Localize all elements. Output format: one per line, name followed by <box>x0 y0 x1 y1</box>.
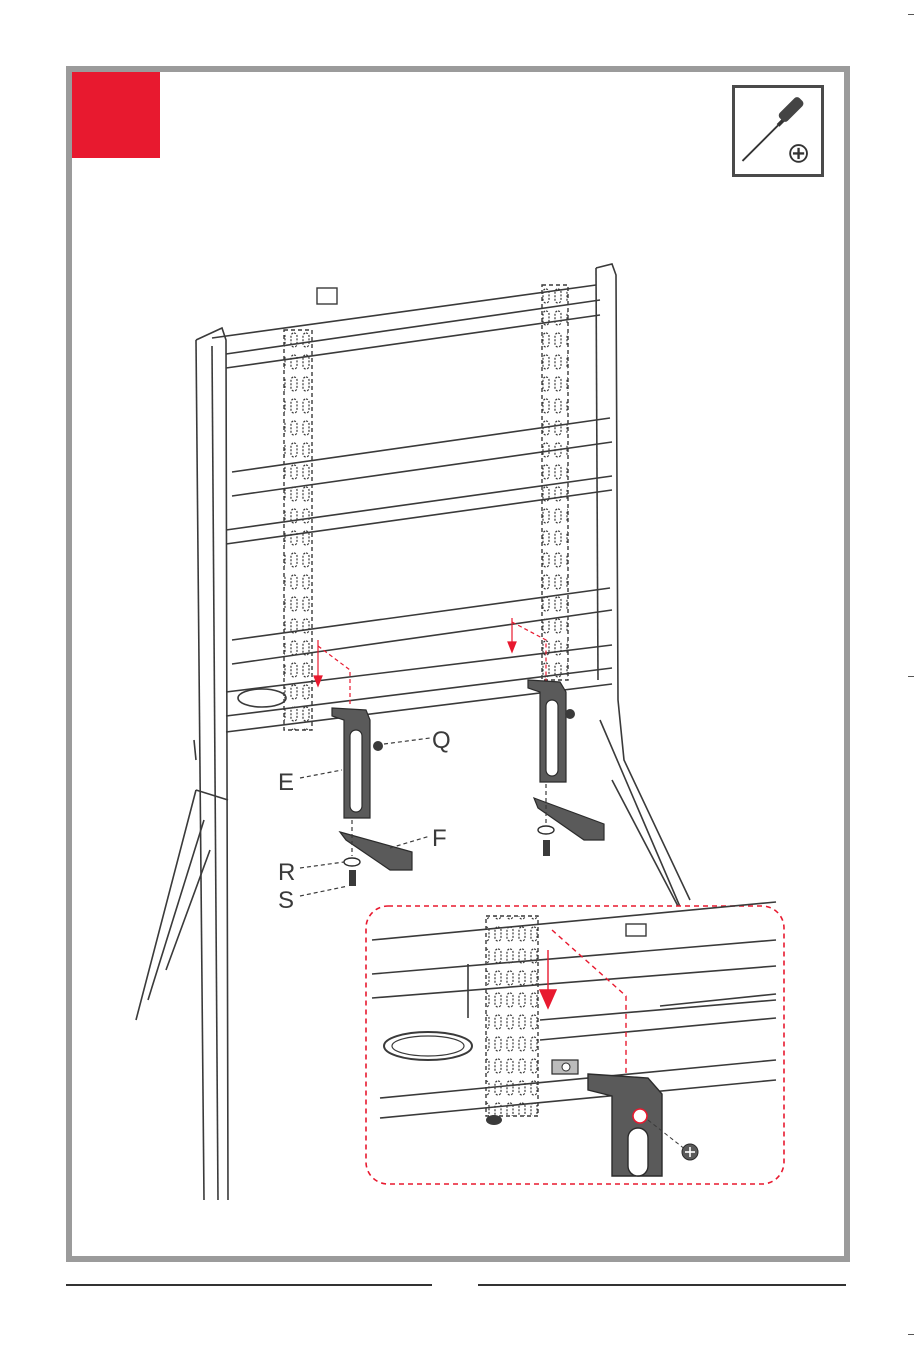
footer-rule-left <box>66 1284 432 1286</box>
mounting-rail-right <box>542 285 568 680</box>
leader-lines <box>300 738 546 896</box>
label-r: R <box>278 859 295 886</box>
bracket-e-right <box>528 680 566 782</box>
label-s: S <box>278 887 294 914</box>
detail-callout <box>366 902 784 1184</box>
crop-mark <box>908 1334 914 1335</box>
footer-rule-right <box>478 1284 846 1286</box>
assembly-illustration: Q E F R S <box>72 72 832 1244</box>
label-q: Q <box>432 727 451 754</box>
washer-r-right <box>538 826 554 834</box>
crop-mark <box>908 14 914 15</box>
label-f: F <box>432 825 447 852</box>
top-clip <box>317 288 337 304</box>
direction-arrows <box>314 618 546 706</box>
crop-mark <box>908 676 914 677</box>
mounting-rail-left <box>284 330 312 730</box>
bolt-s <box>349 870 356 886</box>
washer-r <box>344 858 360 866</box>
cable-ring <box>238 689 286 707</box>
bracket-e-left <box>332 708 370 818</box>
label-e: E <box>278 769 294 796</box>
bolt-s-right <box>543 840 550 856</box>
